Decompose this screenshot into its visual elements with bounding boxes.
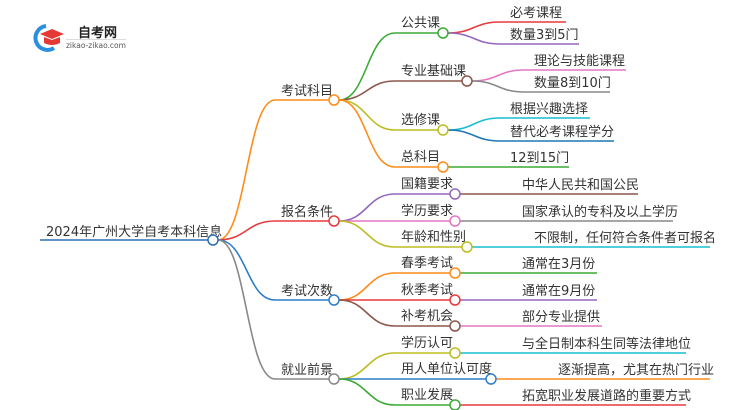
sub-branch-label: 专业基础课 <box>401 64 466 79</box>
leaf-label: 理论与技能课程 <box>534 54 625 69</box>
sub-branch-label: 春季考试 <box>401 256 453 271</box>
sub-branch-node-toggle[interactable] <box>437 161 449 173</box>
sub-branch-node-toggle[interactable] <box>449 347 461 359</box>
sub-branch-node-toggle[interactable] <box>449 399 461 410</box>
leaf-label: 不限制，任何符合条件者可报名 <box>534 230 716 246</box>
sub-branch-node-toggle[interactable] <box>449 294 461 306</box>
leaf-label: 根据兴趣选择 <box>510 102 588 117</box>
sub-branch-label: 年龄和性别 <box>401 230 466 245</box>
connector <box>217 99 276 241</box>
leaf-label: 与全日制本科生同等法律地位 <box>522 336 691 352</box>
logo: 自考网 zikao-zikao.com <box>30 22 140 52</box>
root-label: 2024年广州大学自考本科信息 <box>46 224 222 240</box>
sub-branch-node-toggle[interactable] <box>437 27 449 39</box>
leaf-label: 逐渐提高，尤其在热门行业 <box>558 362 714 378</box>
sub-branch-node-toggle[interactable] <box>449 267 461 279</box>
sub-branch-node-toggle[interactable] <box>449 188 461 200</box>
branch-label: 报名条件 <box>281 204 333 220</box>
sub-branch-label: 选修课 <box>401 113 440 128</box>
logo-name: 自考网 <box>78 26 118 41</box>
connector <box>217 220 276 241</box>
sub-branch-label: 用人单位认可度 <box>401 361 492 377</box>
connector <box>447 32 501 45</box>
connector <box>447 21 501 34</box>
sub-branch-label: 学历要求 <box>401 203 453 219</box>
connector <box>217 239 276 380</box>
sub-branch-label: 学历认可 <box>401 335 453 351</box>
leaf-label: 通常在3月份 <box>522 257 595 272</box>
connector <box>338 80 396 101</box>
sub-branch-node-toggle[interactable] <box>437 124 449 136</box>
branch-node-toggle[interactable] <box>328 373 340 385</box>
leaf-label: 必考课程 <box>510 6 562 21</box>
leaf-label: 部分专业提供 <box>522 309 600 325</box>
sub-branch-label: 补考机会 <box>401 309 453 324</box>
leaf-label: 数量3到5门 <box>510 28 579 43</box>
sub-branch-label: 公共课 <box>401 16 440 31</box>
connector <box>447 117 501 131</box>
sub-branch-node-toggle[interactable] <box>461 241 473 253</box>
sub-branch-label: 总科目 <box>401 150 440 165</box>
branch-node-toggle[interactable] <box>328 294 340 306</box>
leaf-label: 数量8到10门 <box>534 76 611 91</box>
branch-node-toggle[interactable] <box>328 215 340 227</box>
connector <box>338 352 396 380</box>
connector <box>447 129 501 142</box>
sub-branch-node-toggle[interactable] <box>461 75 473 87</box>
sub-branch-label: 国籍要求 <box>401 176 453 192</box>
connector <box>338 193 396 222</box>
leaf-label: 12到15门 <box>510 151 569 166</box>
root-node-toggle[interactable] <box>207 234 219 246</box>
logo-url: zikao-zikao.com <box>66 39 126 50</box>
branch-label: 考试次数 <box>281 283 333 299</box>
logo-mortarboard-icon <box>33 24 64 52</box>
leaf-label: 中华人民共和国公民 <box>522 178 639 193</box>
connector <box>338 378 396 406</box>
connector <box>217 239 276 301</box>
connector <box>471 69 525 82</box>
connector <box>338 99 396 168</box>
sub-branch-node-toggle[interactable] <box>485 373 497 385</box>
leaf-label: 拓宽职业发展道路的重要方式 <box>522 388 691 404</box>
connector <box>338 99 396 131</box>
leaf-label: 替代必考课程学分 <box>510 124 614 140</box>
connector <box>338 272 396 301</box>
connector <box>338 220 396 248</box>
leaf-label: 国家承认的专科及以上学历 <box>522 204 678 220</box>
branch-label: 考试科目 <box>281 84 333 99</box>
connector <box>338 32 396 101</box>
sub-branch-label: 职业发展 <box>401 387 453 403</box>
branch-node-toggle[interactable] <box>328 94 340 106</box>
leaf-label: 通常在9月份 <box>522 284 595 299</box>
sub-branch-label: 秋季考试 <box>401 283 453 298</box>
branch-label: 就业前景 <box>281 362 333 378</box>
connector <box>471 80 525 93</box>
sub-branch-node-toggle[interactable] <box>449 215 461 227</box>
sub-branch-node-toggle[interactable] <box>449 320 461 332</box>
connector <box>338 299 396 327</box>
